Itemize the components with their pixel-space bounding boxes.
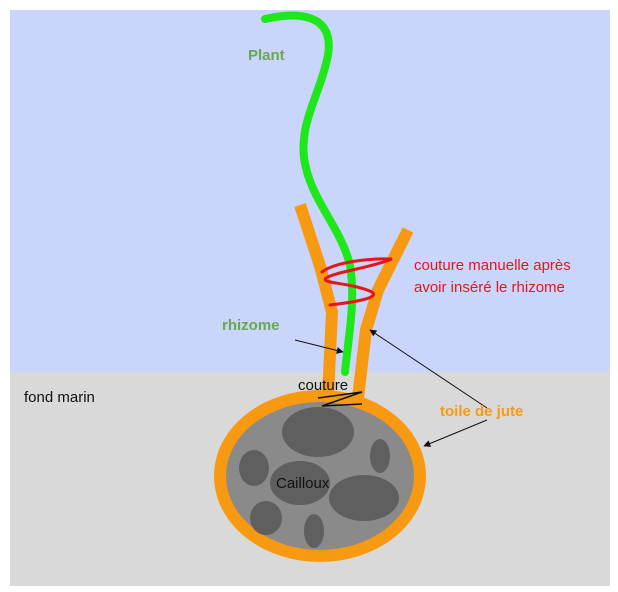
label-cailloux: Cailloux bbox=[276, 475, 330, 492]
label-fond-marin: fond marin bbox=[24, 389, 95, 406]
stone bbox=[282, 407, 354, 457]
label-couture: couture bbox=[298, 377, 348, 394]
label-couture-manuelle-line2: avoir inséré le rhizome bbox=[414, 279, 565, 296]
stone bbox=[239, 450, 269, 486]
label-toile-de-jute: toile de jute bbox=[440, 403, 523, 420]
label-plant: Plant bbox=[248, 47, 285, 64]
stone bbox=[304, 514, 324, 548]
label-couture-manuelle-line1: couture manuelle après bbox=[414, 257, 571, 274]
stone bbox=[250, 501, 282, 535]
stone bbox=[370, 439, 390, 473]
stone bbox=[329, 475, 399, 521]
label-rhizome: rhizome bbox=[222, 317, 280, 334]
